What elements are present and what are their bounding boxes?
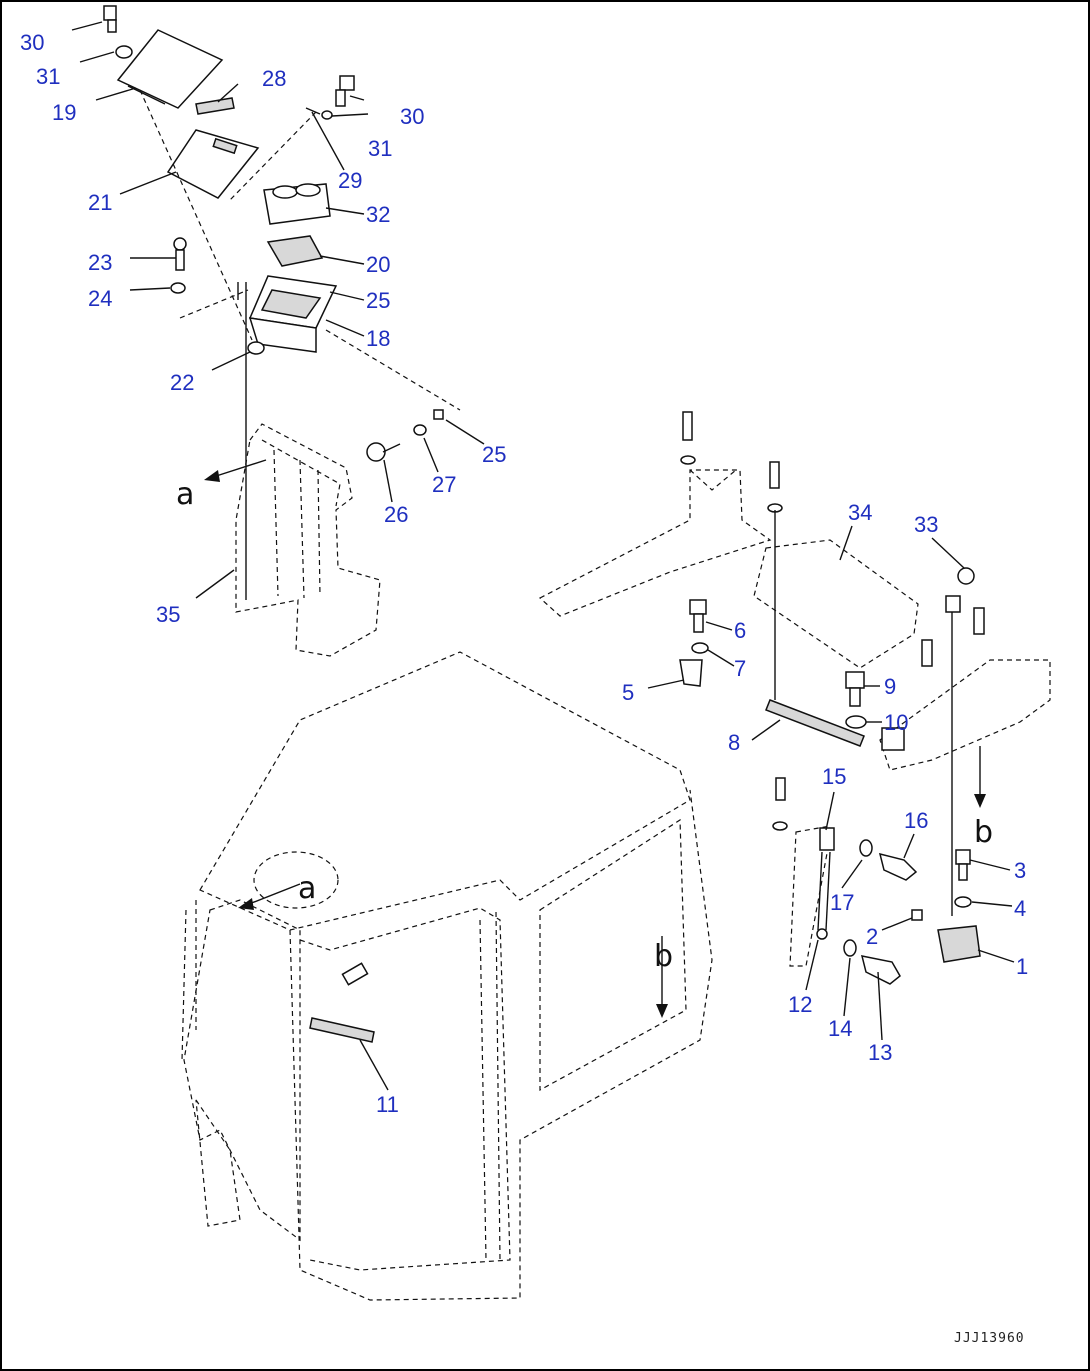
label-31-right: 31 (368, 136, 392, 161)
label-30-right: 30 (400, 104, 424, 129)
right-bracket-assembly-drawing (538, 411, 1051, 985)
label-15: 15 (822, 764, 846, 789)
ref-letter-a-cab: a (298, 871, 316, 906)
label-5: 5 (622, 680, 634, 705)
label-3: 3 (1014, 858, 1026, 883)
label-2: 2 (866, 924, 878, 949)
label-35: 35 (156, 602, 180, 627)
label-10: 10 (884, 710, 908, 735)
label-8: 8 (728, 730, 740, 755)
label-26: 26 (384, 502, 408, 527)
ref-letter-b-cab: b (654, 939, 673, 974)
label-19: 19 (52, 100, 76, 125)
label-34: 34 (848, 500, 872, 525)
label-4: 4 (1014, 896, 1026, 921)
label-33: 33 (914, 512, 938, 537)
label-17: 17 (830, 890, 854, 915)
label-14: 14 (828, 1016, 852, 1041)
label-9: 9 (884, 674, 896, 699)
label-32: 32 (366, 202, 390, 227)
drawing-code: JJJ13960 (954, 1331, 1025, 1346)
label-27: 27 (432, 472, 456, 497)
label-30-top: 30 (20, 30, 44, 55)
label-20: 20 (366, 252, 390, 277)
label-1: 1 (1016, 954, 1028, 979)
label-29: 29 (338, 168, 362, 193)
label-28: 28 (262, 66, 286, 91)
cab-frame-drawing (181, 651, 713, 1301)
reference-letters: a a b b (176, 477, 993, 974)
label-18: 18 (366, 326, 390, 351)
label-25-top: 25 (366, 288, 390, 313)
ref-letter-b-bracket: b (974, 815, 993, 850)
label-16: 16 (904, 808, 928, 833)
label-11: 11 (376, 1092, 399, 1117)
label-7: 7 (734, 656, 746, 681)
label-21: 21 (88, 190, 112, 215)
console-assembly-drawing (103, 5, 461, 657)
label-22: 22 (170, 370, 194, 395)
part-labels: 30 31 19 28 30 31 29 21 32 23 20 24 25 1… (20, 30, 1028, 1117)
label-23: 23 (88, 250, 112, 275)
label-24: 24 (88, 286, 112, 311)
label-13: 13 (868, 1040, 892, 1065)
label-31-top: 31 (36, 64, 60, 89)
label-12: 12 (788, 992, 812, 1017)
label-6: 6 (734, 618, 746, 643)
ref-letter-a-console: a (176, 477, 194, 512)
leader-lines (71, 21, 1015, 1091)
label-25-lower: 25 (482, 442, 506, 467)
